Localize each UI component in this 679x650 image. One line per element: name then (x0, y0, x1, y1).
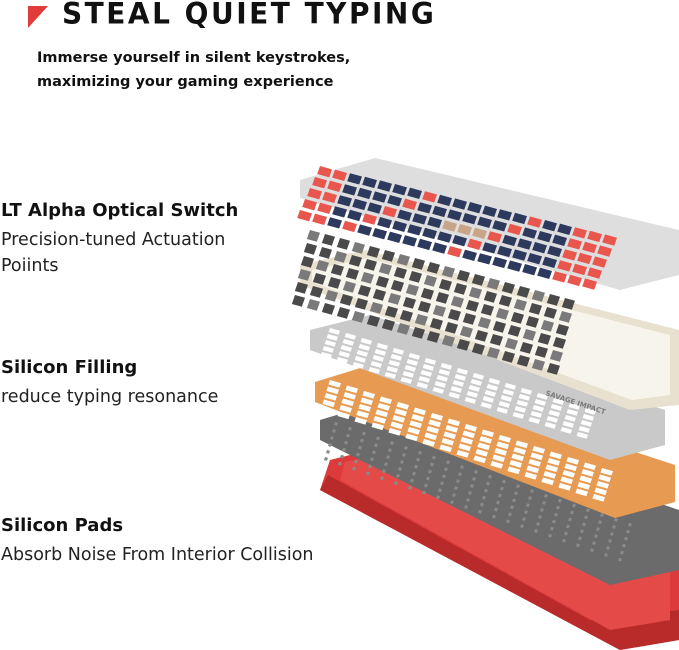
orange-plate-layer (315, 365, 675, 518)
feature-desc-switch-1: Precision-tuned Actuation (1, 230, 226, 250)
subtitle-line-2: maximizing your gaming experience (37, 74, 334, 90)
feature-title-filling: Silicon Filling (1, 357, 138, 378)
brand-triangle-icon (28, 6, 48, 28)
feature-title-pads: Silicon Pads (1, 515, 124, 536)
page-title: STEAL QUIET TYPING (62, 0, 437, 31)
exploded-keyboard-illustration: SAVAGE IMPACT (291, 158, 679, 650)
feature-title-switch: LT Alpha Optical Switch (1, 200, 239, 221)
dark-plate-layer (320, 405, 679, 585)
keycap-layer (297, 158, 679, 290)
switch-layer (291, 230, 575, 375)
feature-desc-filling: reduce typing resonance (1, 387, 219, 407)
subtitle-line-1: Immerse yourself in silent keystrokes, (37, 50, 351, 66)
feature-desc-pads: Absorb Noise From Interior Collision (1, 545, 314, 565)
keyboard-case-layer (320, 445, 679, 650)
silver-plate-layer (310, 315, 665, 460)
feature-desc-switch-2: Poiints (1, 256, 59, 276)
